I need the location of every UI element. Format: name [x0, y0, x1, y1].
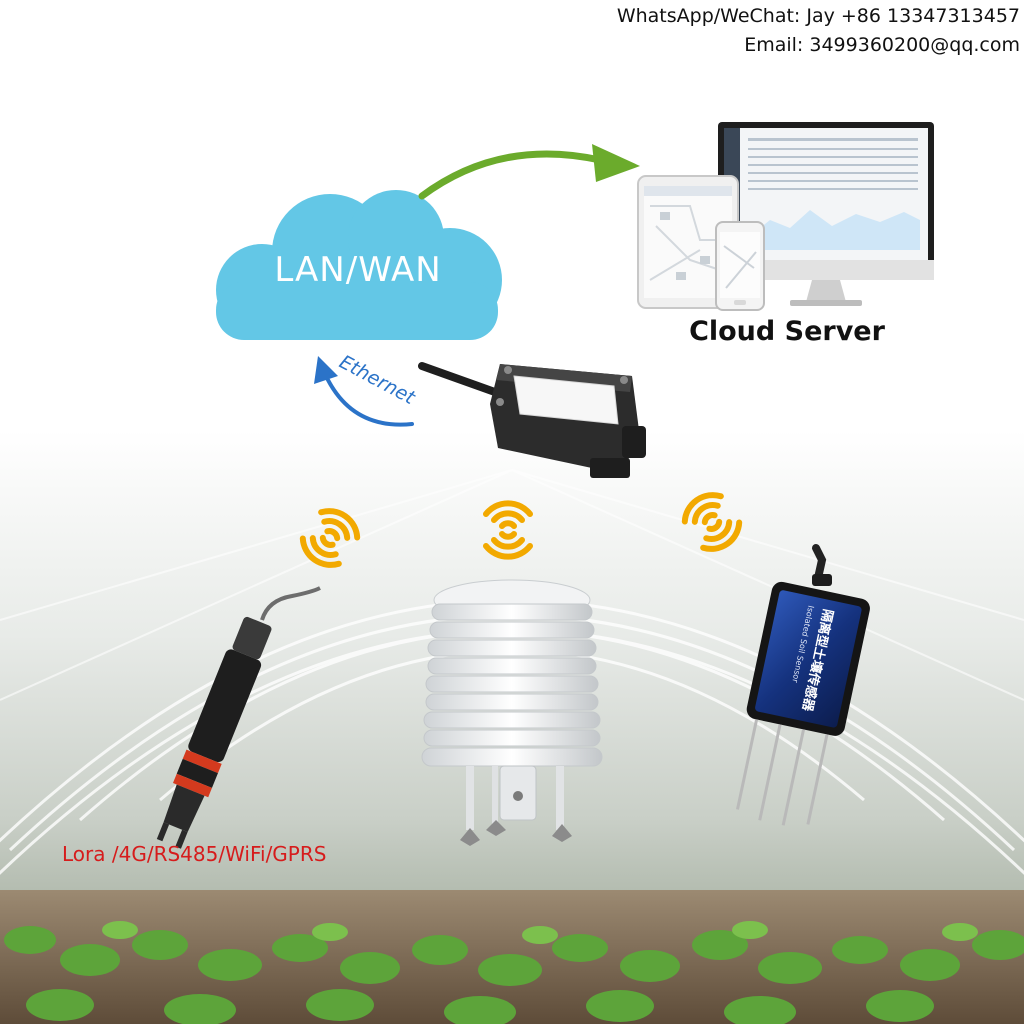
wifi-signal-icon: [681, 492, 743, 552]
contact-whatsapp: WhatsApp/WeChat: Jay +86 13347313457: [616, 5, 1020, 27]
ethernet-arrow: [314, 356, 414, 427]
weather-shield-icon: [421, 579, 603, 846]
gateway-icon: [418, 362, 646, 478]
cloud-label: LAN/WAN: [274, 250, 442, 290]
antenna-icon: [418, 362, 510, 400]
desktop-monitor-icon: [718, 122, 934, 306]
upload-arrow: [418, 144, 640, 200]
soil-sensor-icon: [736, 544, 870, 826]
wifi-signal-icon: [483, 500, 533, 560]
protocols-label: Lora /4G/RS485/WiFi/GPRS: [62, 842, 327, 866]
wifi-signal-icon: [299, 508, 361, 568]
cloud-server-label: Cloud Server: [689, 316, 885, 347]
contact-email: Email: 3499360200@qq.com: [744, 34, 1020, 56]
ph-probe-icon: [156, 586, 321, 849]
phone-icon: [715, 221, 765, 311]
cloud-icon: [216, 190, 502, 340]
